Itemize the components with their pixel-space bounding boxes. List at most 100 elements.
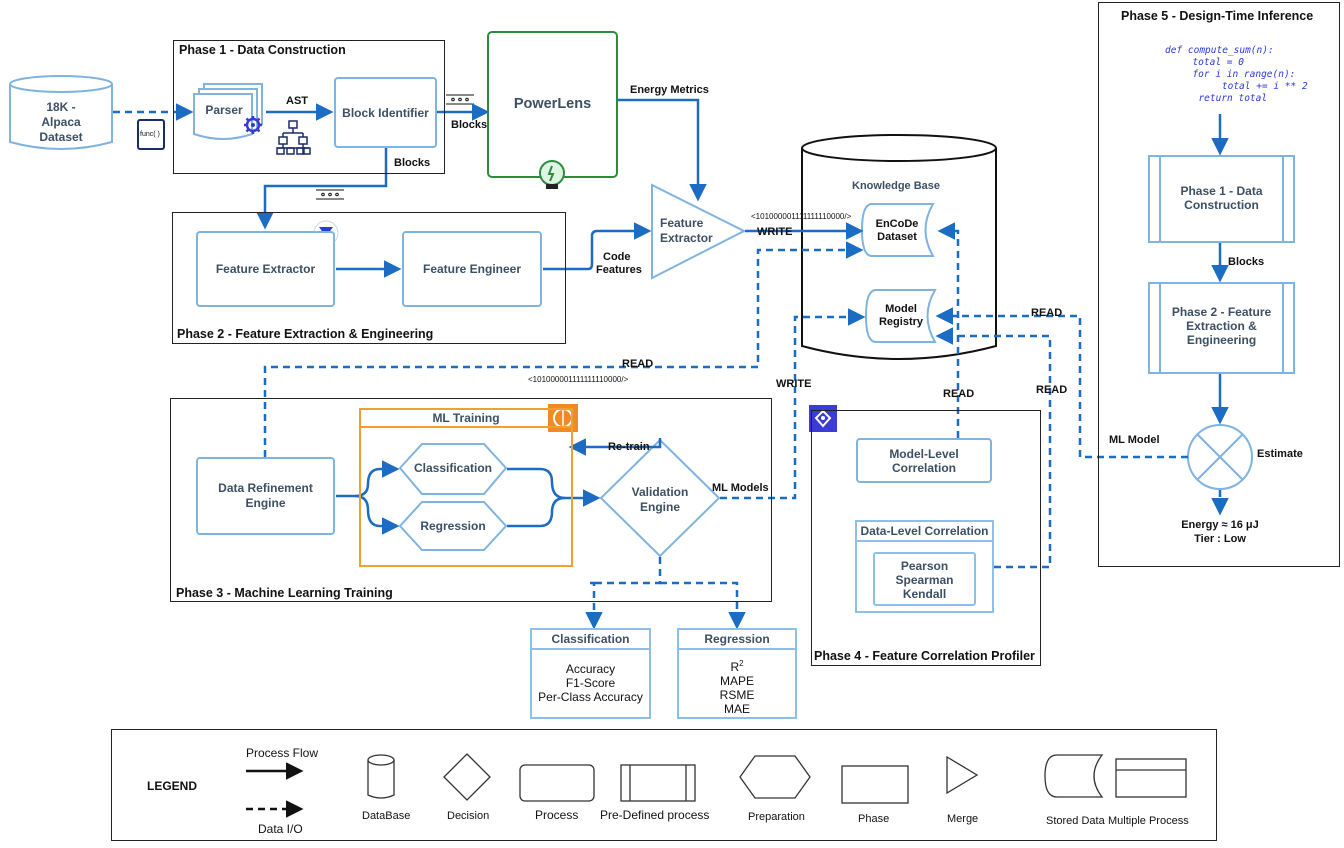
metric-accuracy: Accuracy — [565, 662, 616, 676]
model-registry-label: Model Registry — [878, 303, 924, 328]
legend-stored: Stored Data — [1046, 815, 1105, 827]
metric-per-class: Per-Class Accuracy — [538, 690, 643, 704]
legend-process-flow: Process Flow — [246, 746, 319, 760]
knowledge-base-title: Knowledge Base — [852, 180, 941, 192]
ml-model-label: ML Model — [1109, 434, 1160, 446]
classification-label: Classification — [413, 461, 493, 475]
legend-predefined: Pre-Defined process — [600, 808, 710, 822]
block-identifier-box: Block Identifier — [334, 77, 437, 148]
legend-preparation: Preparation — [748, 811, 805, 823]
write-models-label: WRITE — [776, 378, 812, 390]
metric-rsme: RSME — [719, 688, 755, 702]
function-doc-icon — [137, 119, 165, 150]
phase4-frame — [811, 410, 1041, 666]
metric-f1: F1-Score — [565, 676, 616, 690]
ast-label: AST — [286, 95, 308, 107]
phase5-predefined-1 — [1148, 155, 1295, 243]
legend-multiple: Multiple Process — [1108, 815, 1189, 827]
bits-top: <101000001111111110000/> — [751, 212, 852, 221]
model-level-correlation-box: Model-Level Correlation — [856, 438, 992, 483]
read-label-phase4: READ — [943, 388, 975, 400]
legend-data-io: Data I/O — [258, 822, 303, 836]
parser-label: Parser — [205, 103, 243, 117]
feature-extractor-merge — [651, 183, 747, 280]
legend-shapes — [246, 753, 1187, 818]
legend-frame — [111, 729, 1217, 841]
legend-merge: Merge — [947, 813, 979, 825]
metric-r2: R2 — [730, 659, 744, 674]
phase5-title: Phase 5 - Design-Time Inference — [1121, 9, 1314, 23]
feature-engineer-box: Feature Engineer — [402, 231, 542, 307]
legend-title: LEGEND — [147, 779, 198, 793]
func-icon-text: func( ) — [140, 131, 160, 138]
blocks-chip-icon-2 — [316, 189, 344, 200]
bits-bottom: <101000001111111110000/> — [528, 375, 629, 384]
phase4-title: Phase 4 - Feature Correlation Profiler — [814, 649, 1035, 663]
merge-label-2: Extractor — [660, 231, 713, 245]
estimate-label: Estimate — [1257, 448, 1303, 460]
read-label-left: READ — [622, 358, 654, 370]
lightbulb-icon — [539, 160, 565, 189]
energy-metrics-label: Energy Metrics — [630, 84, 709, 96]
blocks-label-down: Blocks — [394, 157, 431, 169]
legend-process: Process — [535, 808, 579, 822]
blocks-chip-icon — [446, 94, 474, 105]
ast-tree-icon — [276, 120, 311, 155]
blocks-label-right: Blocks — [451, 119, 488, 131]
phase2-title: Phase 2 - Feature Extraction & Engineeri… — [177, 327, 434, 341]
ml-training-frame: ML Training — [359, 408, 573, 567]
metric-mape: MAPE — [719, 674, 754, 688]
ml-models-label: ML Models — [712, 482, 769, 494]
data-level-correlation-box: Data-Level Correlation Pearson Spearman … — [855, 520, 994, 613]
code-snippet: def compute_sum(n): total = 0 for i in r… — [1165, 45, 1308, 104]
data-level-title: Data-Level Correlation — [857, 522, 992, 542]
phase5-predefined-2 — [1148, 282, 1295, 374]
ml-training-title: ML Training — [361, 410, 571, 428]
phase3-title: Phase 3 - Machine Learning Training — [176, 586, 393, 600]
retrain-label: Re-train — [608, 441, 650, 453]
code-label: Code — [603, 251, 631, 263]
solid-flows — [256, 98, 1229, 535]
dashed-flows — [113, 103, 1229, 630]
classification-metrics-title: Classification — [532, 630, 649, 650]
regression-hexagon — [398, 501, 508, 551]
validation-engine-label: Validation Engine — [631, 485, 689, 514]
encode-dataset-store — [860, 203, 935, 257]
validation-decision — [599, 438, 721, 558]
regression-label: Regression — [420, 519, 486, 533]
gear-icon — [244, 116, 262, 134]
energy-result: Energy ≈ 16 μJ Tier : Low — [1181, 519, 1259, 545]
phase5-frame — [1098, 2, 1340, 567]
phase5-p2-label: Phase 2 - Feature Extraction & Engineeri… — [1171, 305, 1272, 347]
legend-database: DataBase — [362, 810, 411, 822]
metric-mae: MAE — [723, 702, 750, 716]
write-label: WRITE — [757, 226, 793, 238]
merge-label-1: Feature — [660, 216, 704, 230]
phase1-title: Phase 1 - Data Construction — [179, 43, 346, 57]
classification-hexagon — [398, 443, 508, 495]
features-label: Features — [596, 264, 642, 276]
read-label-phase5: READ — [1031, 307, 1063, 319]
phase5-p1-label: Phase 1 - Data Construction — [1180, 184, 1263, 212]
network-icon — [809, 405, 837, 432]
data-refinement-box: Data Refinement Engine — [196, 457, 335, 535]
alpaca-dataset-cylinder — [9, 75, 113, 150]
legend-phase: Phase — [858, 813, 890, 825]
phase1-frame — [173, 40, 445, 174]
estimate-symbol — [1187, 424, 1253, 490]
read-label-phase4-2: READ — [1036, 384, 1068, 396]
phase5-blocks-label: Blocks — [1228, 256, 1265, 268]
regression-metrics-card: Regression R2 MAPE RSME MAE — [677, 628, 797, 719]
classification-metrics-card: Classification Accuracy F1-Score Per-Cla… — [530, 628, 651, 719]
powerlens-label: PowerLens — [513, 96, 592, 112]
regression-metrics-title: Regression — [679, 630, 795, 650]
phase3-frame — [170, 398, 772, 602]
encode-dataset-label: EnCoDe Dataset — [875, 218, 919, 243]
model-registry-store — [864, 289, 937, 343]
phase2-frame — [172, 212, 566, 344]
legend-decision: Decision — [447, 810, 490, 822]
dataset-label: 18K - Alpaca Dataset — [39, 100, 83, 144]
correlation-methods: Pearson Spearman Kendall — [873, 552, 976, 606]
feature-extractor-box: Feature Extractor — [196, 231, 335, 307]
